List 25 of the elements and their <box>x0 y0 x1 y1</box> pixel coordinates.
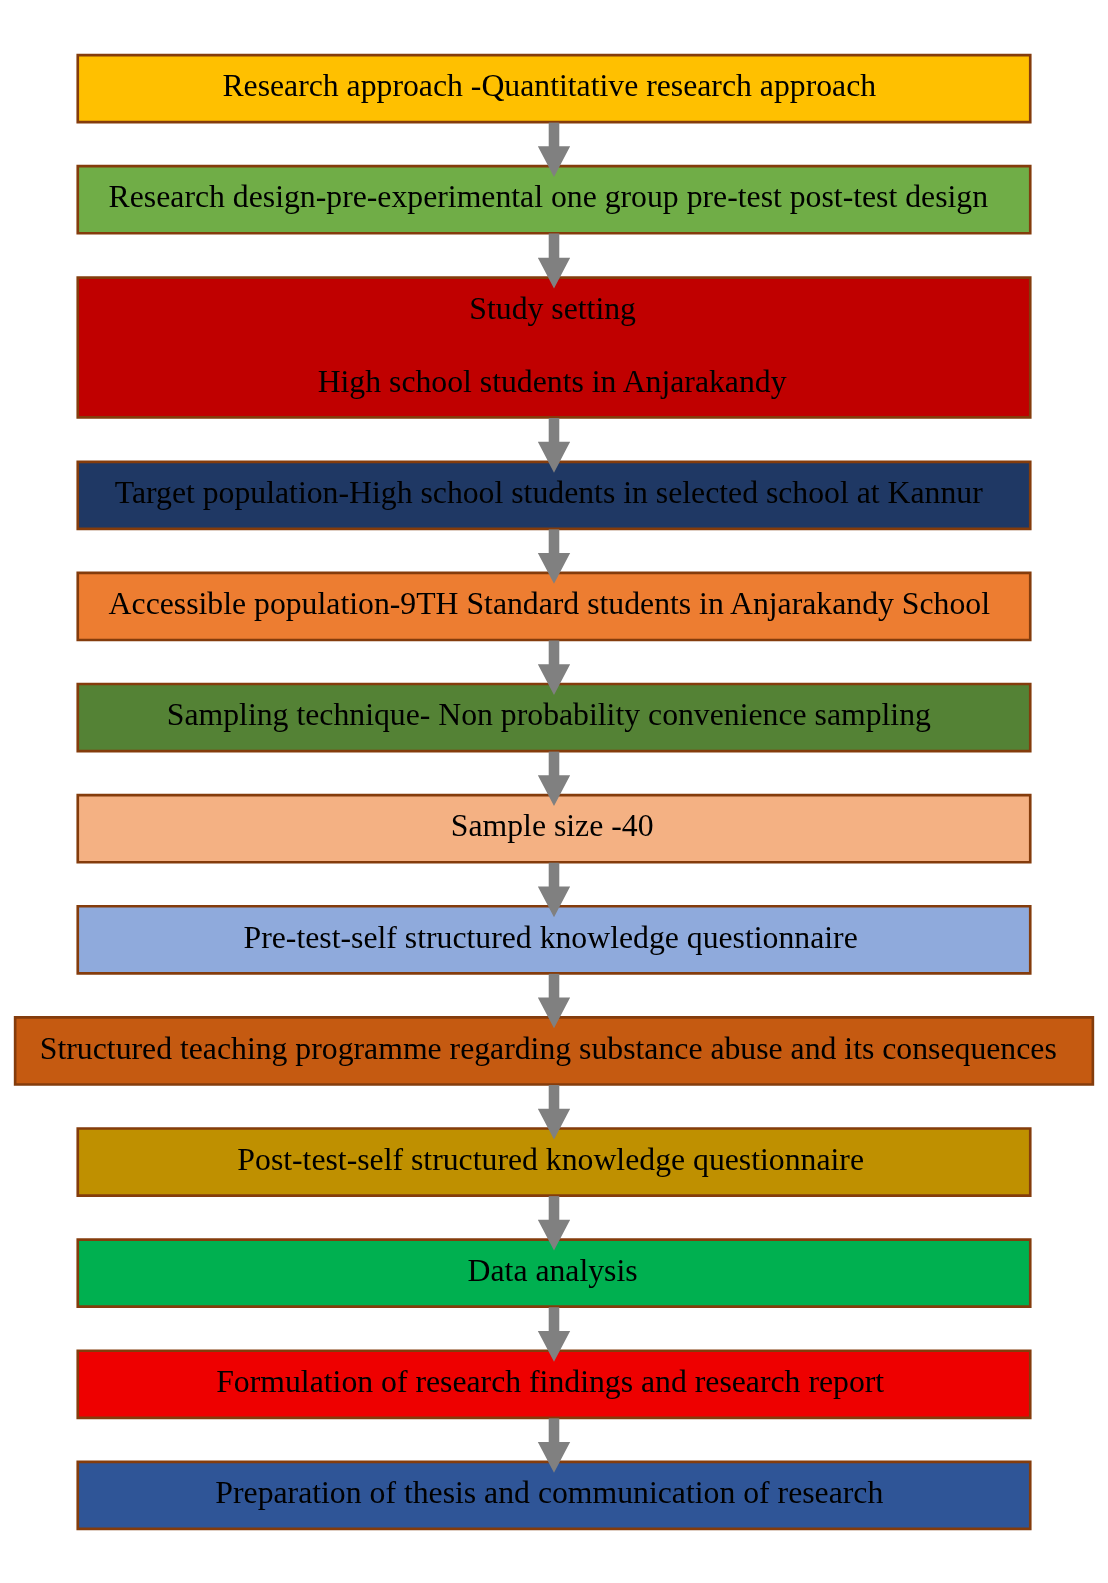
node-box: Target population-High school students in selected school at Kannur <box>76 459 1032 530</box>
node-box: Research approach -Quantitative research approach <box>76 53 1032 123</box>
arrow <box>537 1306 571 1362</box>
arrow <box>537 640 571 695</box>
node-box: Pre-test-self structured knowledge questionnaire <box>76 904 1032 975</box>
node-box: Formulation of research findings and research report <box>76 1348 1032 1419</box>
arrow <box>537 122 571 177</box>
arrow <box>537 751 571 806</box>
arrow <box>537 1195 571 1251</box>
arrow <box>537 417 571 473</box>
node-box: Preparation of thesis and communication of research <box>76 1460 1032 1530</box>
arrow <box>537 973 571 1028</box>
node-box: Accessible population-9TH Standard students in Anjarakandy School <box>76 571 1032 641</box>
node-box: Structured teaching programme regarding substance abuse and its consequences <box>13 1015 1095 1086</box>
arrow <box>537 1084 571 1139</box>
arrow <box>537 862 571 917</box>
arrow <box>537 528 571 584</box>
node-box: Sample size -40 <box>76 793 1032 864</box>
node-box: Study setting High school students in Anjarakandy <box>76 275 1032 419</box>
node-box: Research design-pre-experimental one group pre-test post-test design <box>76 164 1032 235</box>
arrow <box>537 1417 571 1473</box>
node-box: Data analysis <box>76 1237 1032 1308</box>
arrow <box>537 232 571 289</box>
node-box: Post-test-self structured knowledge questionnaire <box>76 1126 1032 1197</box>
node-box: Sampling technique- Non probability convenience sampling <box>76 682 1032 752</box>
